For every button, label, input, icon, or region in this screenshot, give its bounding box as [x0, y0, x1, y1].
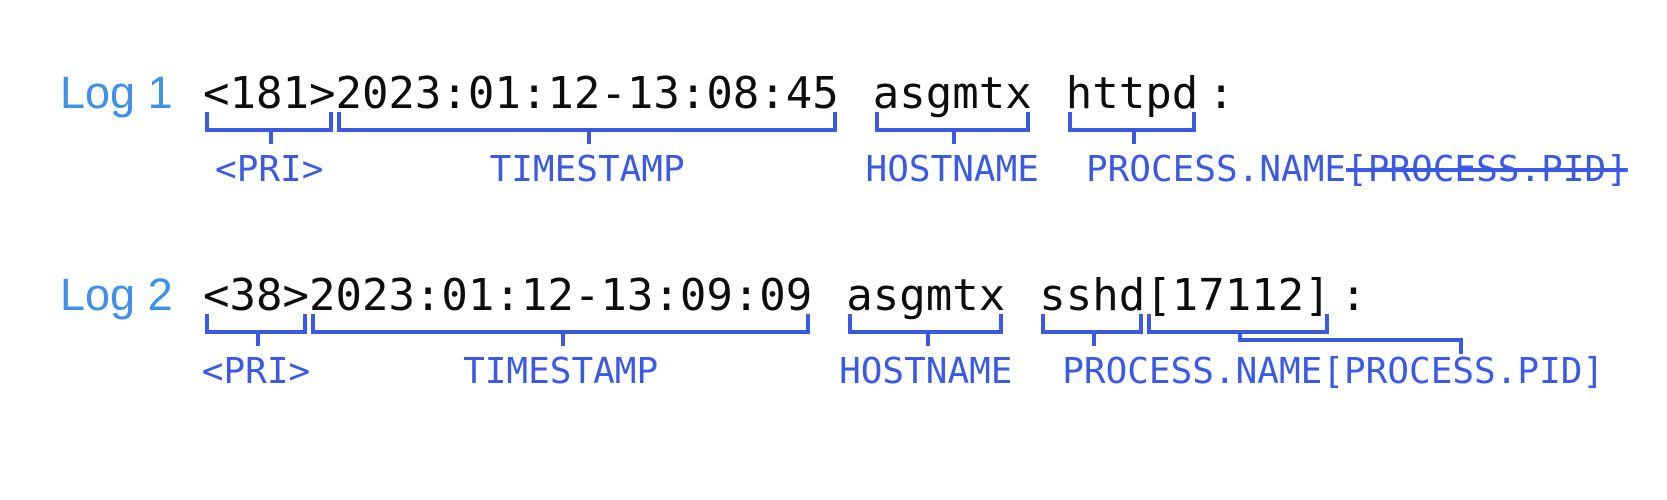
log1-field-pri: <181> <PRI>	[203, 72, 335, 190]
colon-suffix: :	[1340, 270, 1367, 321]
jog-connector-horizontal	[1237, 338, 1463, 342]
process-name-annotation: PROCESS.NAME	[1085, 149, 1347, 190]
field-wrap: <38> <PRI>	[202, 274, 310, 392]
log2-field-pri: <38> <PRI>	[202, 274, 310, 392]
log2-block: Log 2 <38> <PRI> 2023:01:12-13:09:09 TIM…	[60, 269, 1604, 392]
log2-badge: Log 2	[60, 269, 173, 320]
log2-field-process-name: sshd PROCESS.NAME[PROCESS.PID]	[1039, 274, 1604, 392]
bracket-stem	[269, 128, 274, 144]
timestamp-text: 2023:01:12-13:08:45	[335, 68, 839, 119]
log2-field-timestamp: 2023:01:12-13:09:09 TIMESTAMP	[309, 274, 812, 392]
jog-connector-vertical	[1237, 330, 1242, 342]
bracket-stem	[560, 330, 565, 346]
field-wrap: asgmtx HOSTNAME	[866, 72, 1039, 190]
log1-field-timestamp: 2023:01:12-13:08:45 TIMESTAMP	[335, 72, 838, 190]
colon-suffix: :	[1207, 68, 1235, 119]
bracket-stem	[255, 330, 260, 346]
log1-badge: Log 1	[60, 67, 173, 118]
field-wrap: 2023:01:12-13:09:09 TIMESTAMP	[309, 274, 812, 392]
timestamp-text: 2023:01:12-13:09:09	[308, 270, 813, 321]
field-wrap: <181> <PRI>	[203, 72, 335, 190]
process-name-text: httpd	[1065, 68, 1199, 119]
field-wrap: asgmtx HOSTNAME	[839, 274, 1012, 392]
field-wrap: httpd PROCESS.NAME[PROCESS.PID]	[1066, 72, 1628, 190]
bracket-stem	[1092, 330, 1097, 346]
bracket-stem	[925, 330, 930, 346]
bracket-stem	[1131, 128, 1136, 144]
field-wrap: [17112]	[1145, 274, 1463, 354]
hostname-annotation: HOSTNAME	[839, 351, 1013, 392]
process-name-annotation: PROCESS.NAME	[1062, 351, 1323, 392]
bracket-stem	[952, 128, 957, 144]
log1-line: Log 1 <181> <PRI> 2023:01:12-13:08:45 TI…	[60, 67, 1628, 190]
log2-line: Log 2 <38> <PRI> 2023:01:12-13:09:09 TIM…	[60, 269, 1604, 392]
process-pid-annotation-struck: [PROCESS.PID]	[1346, 149, 1628, 190]
timestamp-annotation: TIMESTAMP	[489, 149, 685, 190]
pri-annotation: <PRI>	[201, 351, 311, 392]
hostname-text: asgmtx	[846, 270, 1006, 321]
timestamp-annotation: TIMESTAMP	[463, 351, 659, 392]
bracket-stem	[587, 128, 592, 144]
process-annotation: PROCESS.NAME[PROCESS.PID]	[1086, 150, 1628, 190]
pri-text: <38>	[203, 270, 309, 321]
process-annotation: PROCESS.NAME[PROCESS.PID]	[1062, 352, 1604, 392]
process-pid-annotation: [PROCESS.PID]	[1322, 351, 1605, 392]
jog-connector-drop	[1458, 338, 1463, 354]
log2-field-process-pid: [17112] :	[1145, 274, 1463, 354]
log1-field-hostname: asgmtx HOSTNAME	[866, 72, 1039, 190]
log1-field-process: httpd PROCESS.NAME[PROCESS.PID] :	[1066, 72, 1628, 190]
log2-field-hostname: asgmtx HOSTNAME	[839, 274, 1012, 392]
process-name-text: sshd	[1039, 270, 1146, 321]
hostname-annotation: HOSTNAME	[865, 149, 1039, 190]
field-wrap: sshd PROCESS.NAME[PROCESS.PID]	[1039, 274, 1604, 392]
hostname-text: asgmtx	[872, 68, 1032, 119]
pri-text: <181>	[203, 68, 336, 119]
pri-annotation: <PRI>	[215, 149, 324, 190]
field-wrap: 2023:01:12-13:08:45 TIMESTAMP	[335, 72, 838, 190]
log1-block: Log 1 <181> <PRI> 2023:01:12-13:08:45 TI…	[60, 67, 1628, 190]
process-pid-text: [17112]	[1145, 270, 1331, 321]
